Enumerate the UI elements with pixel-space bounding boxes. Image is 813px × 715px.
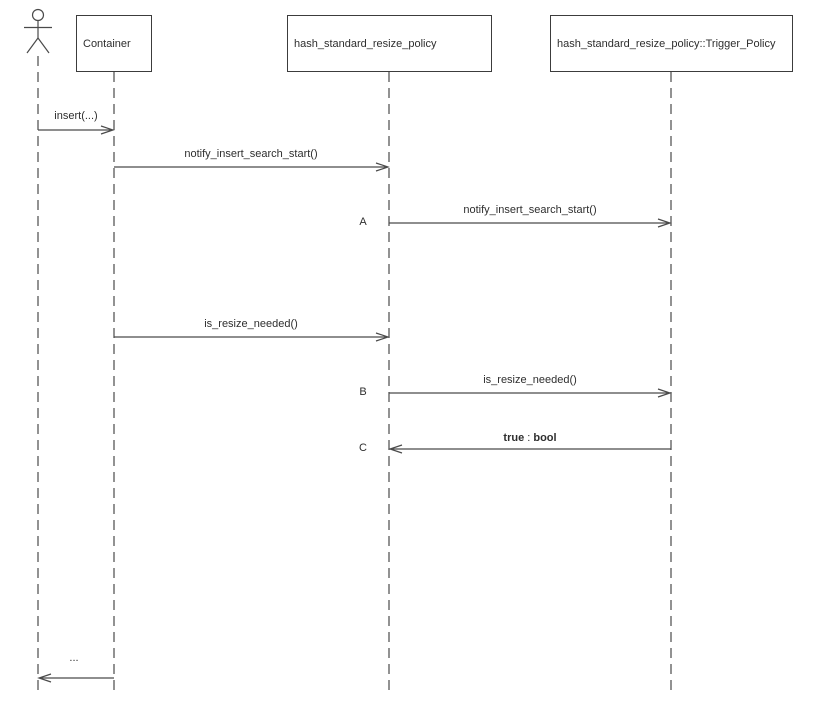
object-box-policy: hash_standard_resize_policy xyxy=(287,15,492,72)
object-box-container: Container xyxy=(76,15,152,72)
message-arrow-return-true-bool xyxy=(388,444,671,454)
message-arrow-insert xyxy=(38,125,115,135)
return-type: bool xyxy=(533,432,557,444)
message-arrow-return-dots xyxy=(37,673,114,683)
message-arrow-notify-insert-search-start-2 xyxy=(389,218,672,228)
message-label-is-resize-needed-1: is_resize_needed() xyxy=(204,318,298,330)
message-label-return-true-bool: true : bool xyxy=(503,432,556,445)
return-value: true xyxy=(503,432,525,444)
message-label-return-dots: ... xyxy=(69,652,79,664)
message-label-notify-insert-search-start-2: notify_insert_search_start() xyxy=(463,204,597,216)
object-label-policy: hash_standard_resize_policy xyxy=(294,37,437,50)
message-label-notify-insert-search-start-1: notify_insert_search_start() xyxy=(184,148,318,160)
actor-figure xyxy=(24,8,52,54)
object-box-trigger-policy: hash_standard_resize_policy::Trigger_Pol… xyxy=(550,15,793,72)
return-separator: : xyxy=(524,432,534,444)
seq-marker-b: B xyxy=(359,386,367,398)
message-arrow-is-resize-needed-1 xyxy=(114,332,390,342)
object-label-trigger-policy: hash_standard_resize_policy::Trigger_Pol… xyxy=(557,37,776,50)
object-label-container: Container xyxy=(83,37,131,50)
message-arrow-is-resize-needed-2 xyxy=(389,388,672,398)
seq-marker-c: C xyxy=(359,442,367,454)
message-label-is-resize-needed-2: is_resize_needed() xyxy=(483,374,577,386)
message-label-insert: insert(...) xyxy=(54,110,98,122)
seq-marker-a: A xyxy=(359,216,367,228)
message-arrow-notify-insert-search-start-1 xyxy=(114,162,390,172)
